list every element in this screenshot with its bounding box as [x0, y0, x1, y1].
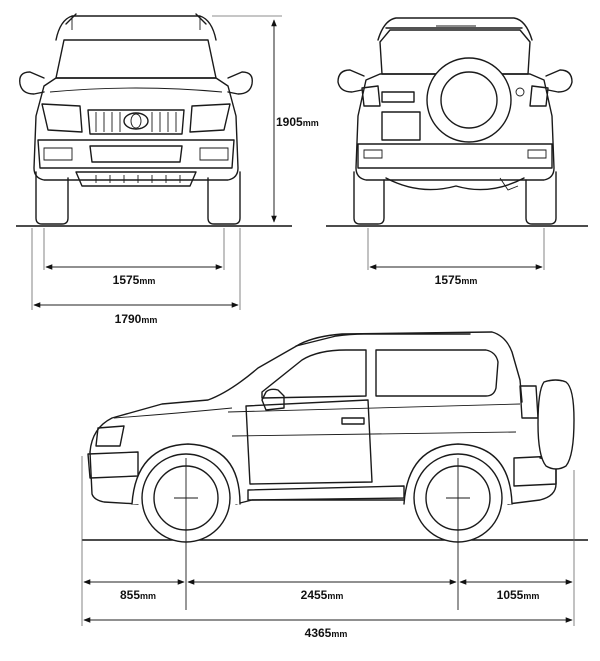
side-view: [82, 331, 588, 610]
width-label: 1790mm: [115, 312, 158, 326]
rear-view: [326, 17, 588, 227]
dimension-labels: 1905mm 1575mm 1790mm 1575mm 855mm 2455mm…: [113, 115, 540, 640]
wheelbase-label: 2455mm: [301, 588, 344, 602]
height-label: 1905mm: [276, 115, 319, 129]
dimension-lines: [31, 15, 575, 626]
rear-track-label: 1575mm: [435, 273, 478, 287]
front-view: [16, 13, 292, 227]
front-overhang-label: 855mm: [120, 588, 156, 602]
front-track-label: 1575mm: [113, 273, 156, 287]
rear-overhang-label: 1055mm: [497, 588, 540, 602]
length-label: 4365mm: [305, 626, 348, 640]
